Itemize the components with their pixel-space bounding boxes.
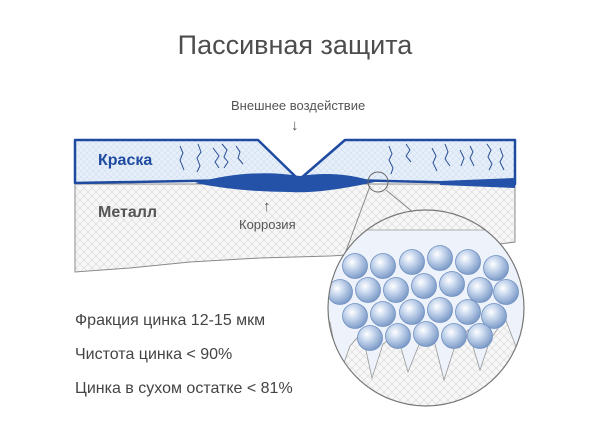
zinc-particle	[493, 279, 519, 305]
zinc-particle	[399, 249, 425, 275]
arrow-down-icon: ↓	[291, 117, 299, 134]
zinc-particle	[328, 279, 353, 305]
zinc-particle	[455, 249, 481, 275]
zinc-particle	[357, 325, 383, 351]
coating-edge-band	[440, 178, 515, 188]
magnified-view	[328, 210, 524, 406]
zinc-particle	[427, 297, 453, 323]
page-title: Пассивная защита	[177, 30, 413, 60]
magnifier-circle	[327, 209, 525, 407]
zinc-particle	[441, 323, 467, 349]
zinc-particle	[342, 303, 368, 329]
corrosion-label: Коррозия	[239, 217, 296, 232]
spec-zinc-fraction: Фракция цинка 12-15 мкм	[75, 312, 266, 329]
zinc-particle	[483, 255, 509, 281]
zinc-particle	[370, 301, 396, 327]
zinc-particle	[411, 273, 437, 299]
paint-label: Краска	[98, 152, 153, 169]
zinc-particle	[467, 323, 493, 349]
zinc-particle	[481, 303, 507, 329]
zinc-particle	[342, 253, 368, 279]
zinc-particle	[385, 323, 411, 349]
paint-cracks	[179, 143, 505, 175]
zinc-particle	[427, 245, 453, 271]
zinc-particle	[439, 271, 465, 297]
zinc-particle	[370, 253, 396, 279]
zinc-particle	[383, 277, 409, 303]
zinc-particle	[355, 277, 381, 303]
zinc-particle	[467, 277, 493, 303]
corrosion-zone	[195, 173, 375, 193]
magnifier-source-circle	[367, 171, 389, 193]
spec-zinc-dry-residue: Цинка в сухом остатке < 81%	[75, 380, 293, 397]
zinc-particle	[413, 321, 439, 347]
zinc-particle	[455, 299, 481, 325]
metal-label: Металл	[98, 204, 158, 221]
zinc-particles	[328, 245, 519, 351]
arrow-up-icon: ↑	[263, 198, 271, 215]
external-impact-label: Внешнее воздействие	[231, 98, 366, 113]
spec-zinc-purity: Чистота цинка < 90%	[75, 346, 233, 363]
zinc-particle	[399, 299, 425, 325]
